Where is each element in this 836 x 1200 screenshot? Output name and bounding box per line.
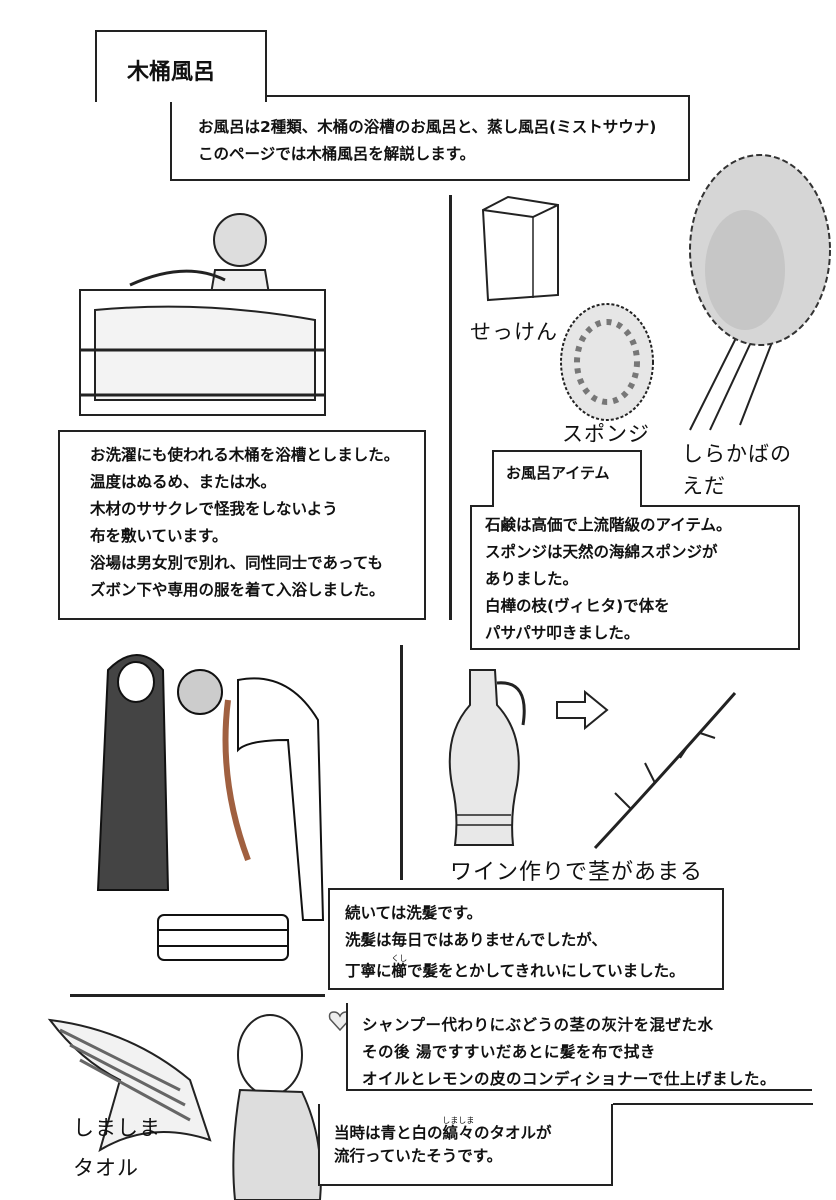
shampoo-line: その後 湯ですすいだあとに髪を布で拭き bbox=[362, 1043, 656, 1061]
bath-items-title: お風呂アイテム bbox=[506, 464, 610, 482]
arrow-right-icon bbox=[556, 689, 609, 731]
ruby-text: しましま bbox=[442, 1116, 475, 1125]
towel-text-part: 当時は青と白の bbox=[334, 1124, 443, 1142]
tub-line: 木材のササクレで怪我をしないよう bbox=[90, 500, 338, 518]
towel-text-part: のタオルが bbox=[474, 1124, 552, 1142]
shampoo-text: シャンプー代わりにぶどうの茎の灰汁を混ぜた水 その後 湯ですすいだあとに髪を布で… bbox=[362, 1012, 776, 1093]
ruby-text: くし bbox=[391, 954, 408, 963]
items-line: スポンジは天然の海綿スポンジが bbox=[485, 543, 718, 561]
soap-label: せっけん bbox=[470, 320, 558, 344]
tub-bath-illustration bbox=[79, 213, 326, 416]
items-line: ありました。 bbox=[485, 570, 579, 588]
intro-text: お風呂は2種類、木桶の浴槽のお風呂と、蒸し風呂(ミストサウナ) このページでは木… bbox=[198, 114, 656, 168]
hair-washing-box bbox=[328, 888, 724, 990]
soap-illustration bbox=[481, 195, 559, 302]
hair-line: 続いては洗髪です。 bbox=[345, 904, 483, 922]
hair-line: 丁寧に櫛くしで髪をとかしてきれいにしていました。 bbox=[345, 954, 685, 981]
towel-girl-illustration bbox=[47, 1014, 322, 1200]
ruby-base: 縞々 bbox=[442, 1124, 475, 1142]
bath-items-title-box: お風呂アイテム bbox=[492, 450, 642, 507]
ruby-shimashima: 縞々しましま bbox=[442, 1116, 475, 1142]
items-line: 石鹸は高価で上流階級のアイテム。 bbox=[485, 516, 732, 534]
tub-line: 布を敷いています。 bbox=[90, 527, 228, 545]
hair-line: 洗髪は毎日ではありませんでしたが、 bbox=[345, 931, 607, 949]
towel-label-line2: タオル bbox=[73, 1156, 139, 1180]
tub-description-box bbox=[58, 430, 426, 620]
hair-washing-illustration bbox=[96, 654, 325, 961]
intro-box bbox=[170, 95, 690, 181]
hair-washing-text: 続いては洗髪です。 洗髪は毎日ではありませんでしたが、 丁寧に櫛くしで髪をとかし… bbox=[345, 900, 685, 981]
towel-line: 流行っていたそうです。 bbox=[334, 1147, 503, 1165]
birch-label-line1: しらかばの bbox=[682, 442, 792, 466]
towel-line: 当時は青と白の縞々しましまのタオルが bbox=[334, 1116, 552, 1143]
sponge-illustration bbox=[560, 303, 654, 421]
birch-branch-illustration bbox=[689, 154, 831, 431]
title-box: 木桶風呂 bbox=[95, 30, 267, 102]
towel-box bbox=[318, 1104, 613, 1186]
hair-text: 丁寧に bbox=[345, 962, 392, 980]
tub-line: 浴場は男女別で別れ、同性同士であっても bbox=[90, 554, 383, 572]
tub-description-text: お洗濯にも使われる木桶を浴槽としました。 温度はぬるめ、または水。 木材のササク… bbox=[90, 442, 399, 604]
towel-text: 当時は青と白の縞々しましまのタオルが 流行っていたそうです。 bbox=[334, 1116, 552, 1170]
towel-box-top bbox=[613, 1103, 813, 1105]
ruby-base: 櫛 bbox=[391, 962, 408, 980]
divider bbox=[70, 994, 325, 997]
items-line: パサパサ叩きました。 bbox=[485, 624, 640, 642]
shampoo-box bbox=[346, 1003, 812, 1091]
intro-line: このページでは木桶風呂を解説します。 bbox=[198, 145, 476, 163]
intro-line: お風呂は2種類、木桶の浴槽のお風呂と、蒸し風呂(ミストサウナ) bbox=[198, 118, 657, 136]
towel-label-line1: しましま bbox=[73, 1116, 161, 1140]
hair-text: で髪をとかしてきれいにしていました。 bbox=[407, 962, 685, 980]
items-line: 白樺の枝(ヴィヒタ)で体を bbox=[485, 597, 670, 615]
grape-stem-illustration bbox=[593, 692, 737, 850]
tub-line: 温度はぬるめ、または水。 bbox=[90, 473, 277, 491]
wine-caption: ワイン作りで茎があまる bbox=[450, 860, 704, 885]
jug-illustration bbox=[448, 669, 526, 846]
bath-items-box bbox=[470, 505, 800, 650]
tub-line: ズボン下や専用の服を着て入浴しました。 bbox=[90, 581, 385, 599]
divider bbox=[400, 645, 403, 880]
ruby-kushi: 櫛くし bbox=[391, 954, 408, 980]
birch-label-line2: えだ bbox=[682, 474, 726, 498]
divider bbox=[449, 195, 452, 620]
page-title: 木桶風呂 bbox=[127, 60, 216, 85]
sponge-label: スポンジ bbox=[562, 422, 650, 446]
shampoo-line: シャンプー代わりにぶどうの茎の灰汁を混ぜた水 bbox=[362, 1016, 714, 1034]
bath-items-text: 石鹸は高価で上流階級のアイテム。 スポンジは天然の海綿スポンジが ありました。 … bbox=[485, 512, 731, 647]
tub-line: お洗濯にも使われる木桶を浴槽としました。 bbox=[90, 446, 400, 464]
shampoo-line: オイルとレモンの皮のコンディショナーで仕上げました。 bbox=[362, 1070, 776, 1088]
